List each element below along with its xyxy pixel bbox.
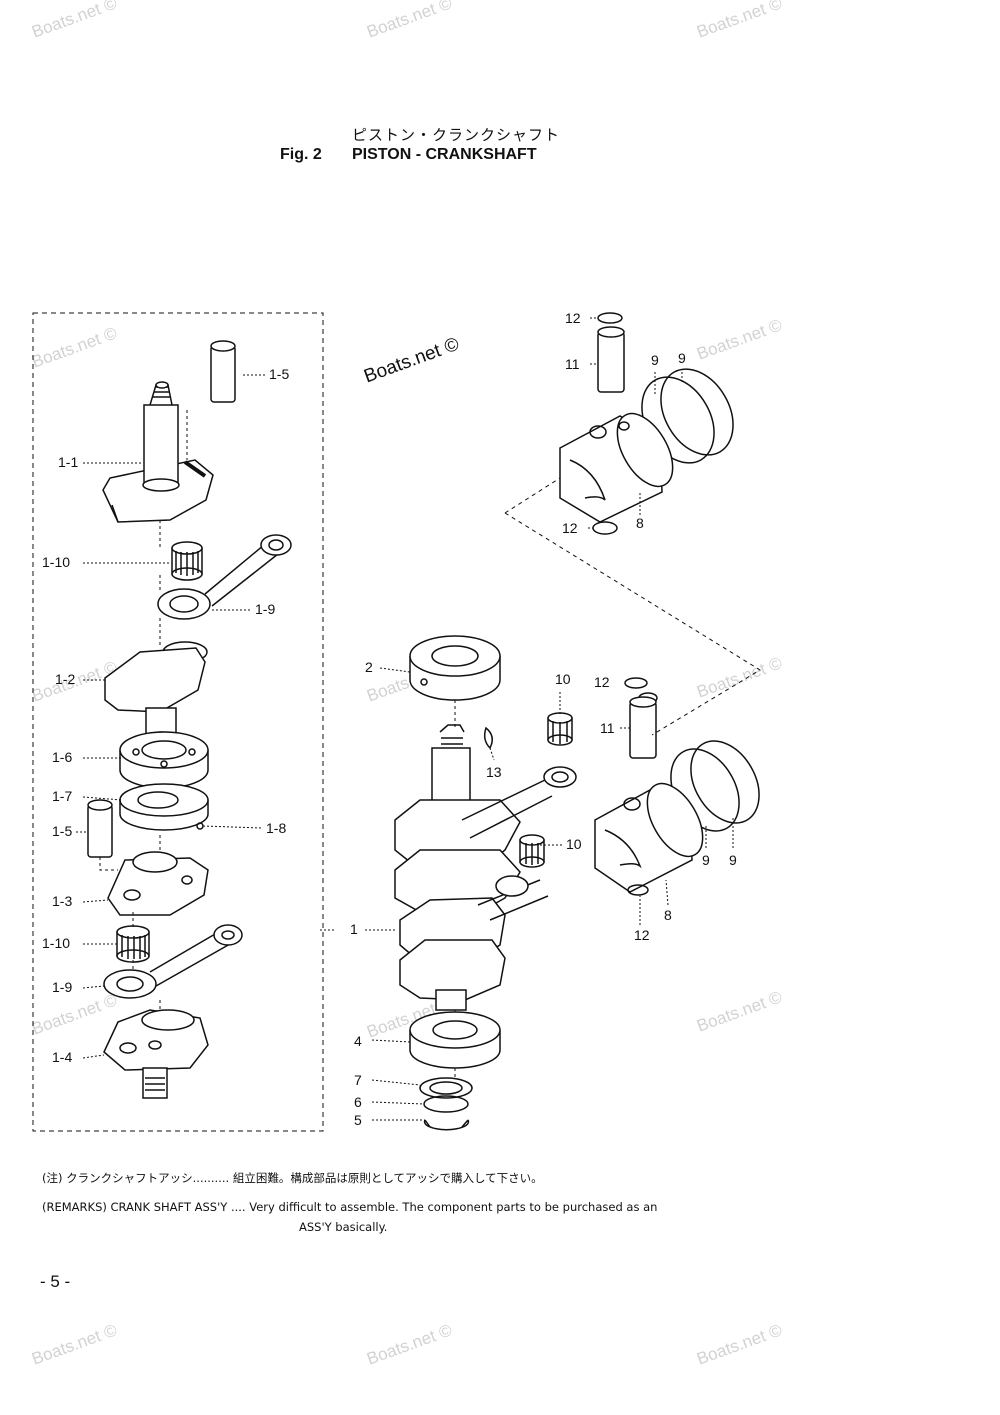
callout-2: 2 <box>365 659 373 675</box>
needle-bearing-10-upper <box>547 712 573 746</box>
crank-web-1-4 <box>103 1009 209 1099</box>
callout-5: 5 <box>354 1112 362 1128</box>
callout-1-3: 1-3 <box>52 893 73 909</box>
crank-web-1-2 <box>104 647 206 745</box>
crankshaft-assembly-1 <box>394 724 577 1011</box>
connecting-rod-1-9-lower <box>103 924 243 999</box>
crank-pin-1-5-top <box>210 340 236 403</box>
callout-13: 13 <box>486 764 502 780</box>
callout-1-10-lower: 1-10 <box>42 935 71 951</box>
needle-bearing-1-10-lower <box>116 925 150 963</box>
callout-11-upper: 11 <box>565 356 580 372</box>
page-number: - 5 - <box>40 1272 71 1291</box>
callout-1-10-upper: 1-10 <box>42 554 71 570</box>
callout-1-5-lower: 1-5 <box>52 823 73 839</box>
piston-8-upper <box>559 412 674 523</box>
callout-1: 1 <box>350 921 358 937</box>
callout-12-lower-set: 12 <box>594 674 610 690</box>
callout-9-lower-a: 9 <box>702 852 710 868</box>
ball-bearing-4 <box>409 1011 501 1069</box>
remarks-english-line1: (REMARKS) CRANK SHAFT ASS'Y .... Very di… <box>42 1200 658 1214</box>
callout-9-upper-b: 9 <box>678 350 686 366</box>
callout-8-upper: 8 <box>636 515 644 531</box>
piston-pin-11-upper <box>597 326 625 393</box>
callout-1-9-upper: 1-9 <box>255 601 276 617</box>
callout-1-7: 1-7 <box>52 788 73 804</box>
piston-pin-clip-12-lower <box>624 677 648 689</box>
callout-12-upper: 12 <box>565 310 581 326</box>
callout-4: 4 <box>354 1033 362 1049</box>
remarks-japanese: (注) クランクシャフトアッシ.......... 組立困難。構成部品は原則とし… <box>42 1171 543 1185</box>
needle-bearing-1-10-upper <box>171 541 203 581</box>
callout-6: 6 <box>354 1094 362 1110</box>
piston-pin-clip-12-upper-lower <box>592 521 618 535</box>
callout-12-upper-bottom: 12 <box>562 520 578 536</box>
callout-10-upper: 10 <box>555 671 571 687</box>
callout-1-9-lower: 1-9 <box>52 979 73 995</box>
callout-11-lower-set: 11 <box>600 720 615 736</box>
crank-web-1-3 <box>107 851 209 916</box>
callout-12-lower-bottom: 12 <box>634 927 650 943</box>
callout-1-8: 1-8 <box>266 820 287 836</box>
piston-pin-clip-12-upper <box>597 312 623 324</box>
needle-bearing-10-lower <box>519 834 545 868</box>
figure-number: Fig. 2 <box>280 146 322 163</box>
callout-9-lower-b: 9 <box>729 852 737 868</box>
oil-seal-7 <box>419 1077 473 1099</box>
callout-1-5-top: 1-5 <box>269 366 290 382</box>
assembly-boundary-box <box>32 312 324 1132</box>
callout-8-lower: 8 <box>664 907 672 923</box>
ball-bearing-1-6 <box>119 731 209 789</box>
figure-title: PISTON - CRANKSHAFT <box>352 146 537 163</box>
circlip-5 <box>423 1119 470 1131</box>
piston-8-lower <box>594 782 704 893</box>
seal-ring-1-7 <box>119 783 209 831</box>
crank-web-1-1 <box>102 381 214 523</box>
callout-1-4: 1-4 <box>52 1049 73 1065</box>
piston-pin-11-lower <box>629 696 657 759</box>
callout-1-2: 1-2 <box>55 671 76 687</box>
callout-1-1: 1-1 <box>58 454 79 470</box>
callout-10-lower: 10 <box>566 836 582 852</box>
ball-bearing-2 <box>409 635 501 701</box>
remarks-english-line2: ASS'Y basically. <box>299 1220 388 1234</box>
callout-9-upper-a: 9 <box>651 352 659 368</box>
piston-pin-clip-12-lower-bottom <box>627 884 649 896</box>
japanese-title: ピストン・クランクシャフト <box>352 126 561 144</box>
crank-pin-1-5-lower <box>87 799 113 858</box>
connecting-rod-1-9-upper <box>157 534 292 620</box>
woodruff-key-13 <box>483 726 493 750</box>
callout-1-6: 1-6 <box>52 749 73 765</box>
callout-7: 7 <box>354 1072 362 1088</box>
